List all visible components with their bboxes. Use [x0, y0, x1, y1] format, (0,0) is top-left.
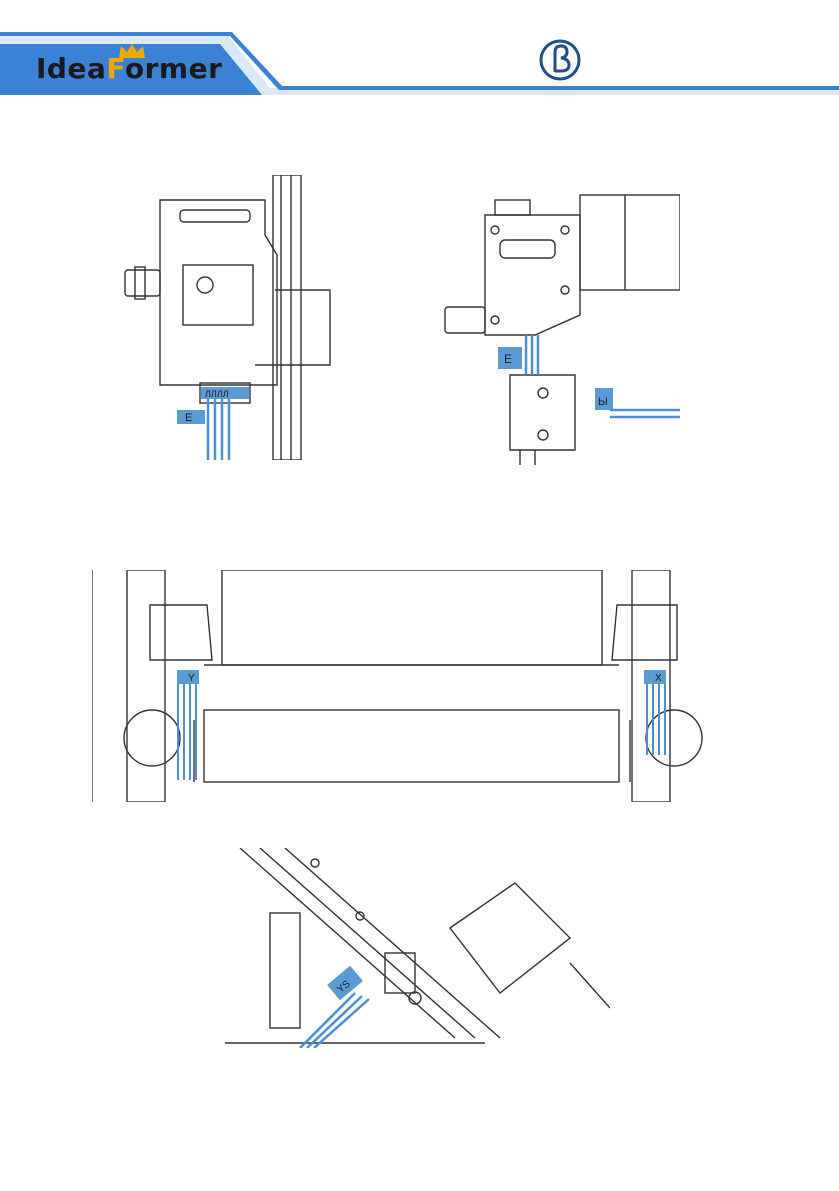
svg-text:ЛЛЛЛ: ЛЛЛЛ [205, 389, 229, 399]
connector-y: Y [177, 670, 199, 780]
label-x: X [655, 673, 662, 684]
label-e-right: E [504, 352, 512, 366]
connector-e-right: E Ы [498, 335, 680, 417]
connector-ys: YS [327, 966, 363, 1001]
label-y: Y [188, 673, 195, 684]
z-axis-illustration: YS [225, 848, 610, 1048]
crown-icon [117, 42, 147, 60]
beta-logo-icon [538, 38, 582, 82]
label-e-secondary: Ы [598, 396, 608, 408]
extruder-left-illustration: ЛЛЛЛ E [105, 175, 340, 460]
extruder-right-illustration: E Ы [440, 185, 680, 465]
gantry-illustration: Y X [92, 570, 705, 802]
label-e: E [185, 412, 192, 424]
connector-e-left: ЛЛЛЛ E [177, 387, 249, 460]
